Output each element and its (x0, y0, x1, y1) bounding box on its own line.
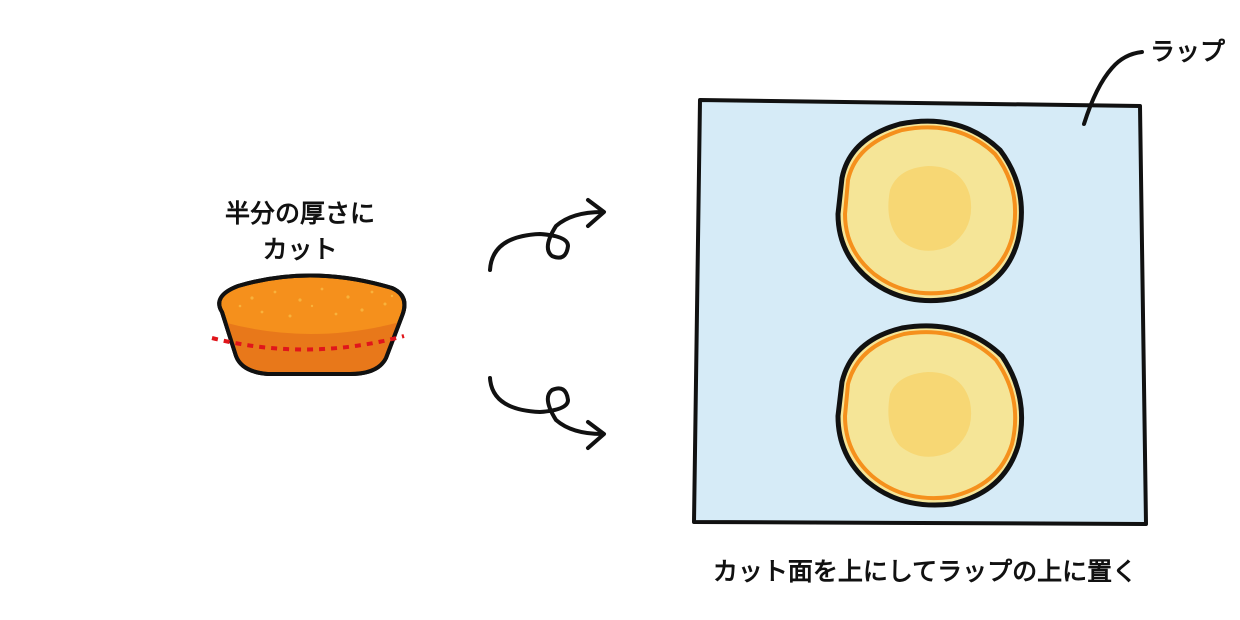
cake-slice-icon (835, 118, 1024, 304)
cut-instruction-line2: カット (262, 235, 338, 264)
wrap-label: ラップ (1150, 37, 1226, 66)
curly-arrow-icon (488, 198, 606, 272)
curly-arrow-icon (488, 376, 606, 450)
wrap-sheet (692, 98, 1148, 526)
cake-icon (211, 273, 407, 376)
cake-crumbs (238, 287, 394, 318)
cut-instruction-label: 半分の厚さに カット (200, 196, 400, 268)
cake-outline (217, 273, 407, 376)
caption: カット面を上にしてラップの上に置く (712, 557, 1138, 586)
cut-line (211, 334, 405, 352)
cut-instruction-line1: 半分の厚さに (224, 199, 375, 228)
cake-slice-icon (835, 323, 1025, 508)
cake-side-shade (223, 322, 400, 372)
wrap-leader-line (1082, 50, 1144, 126)
